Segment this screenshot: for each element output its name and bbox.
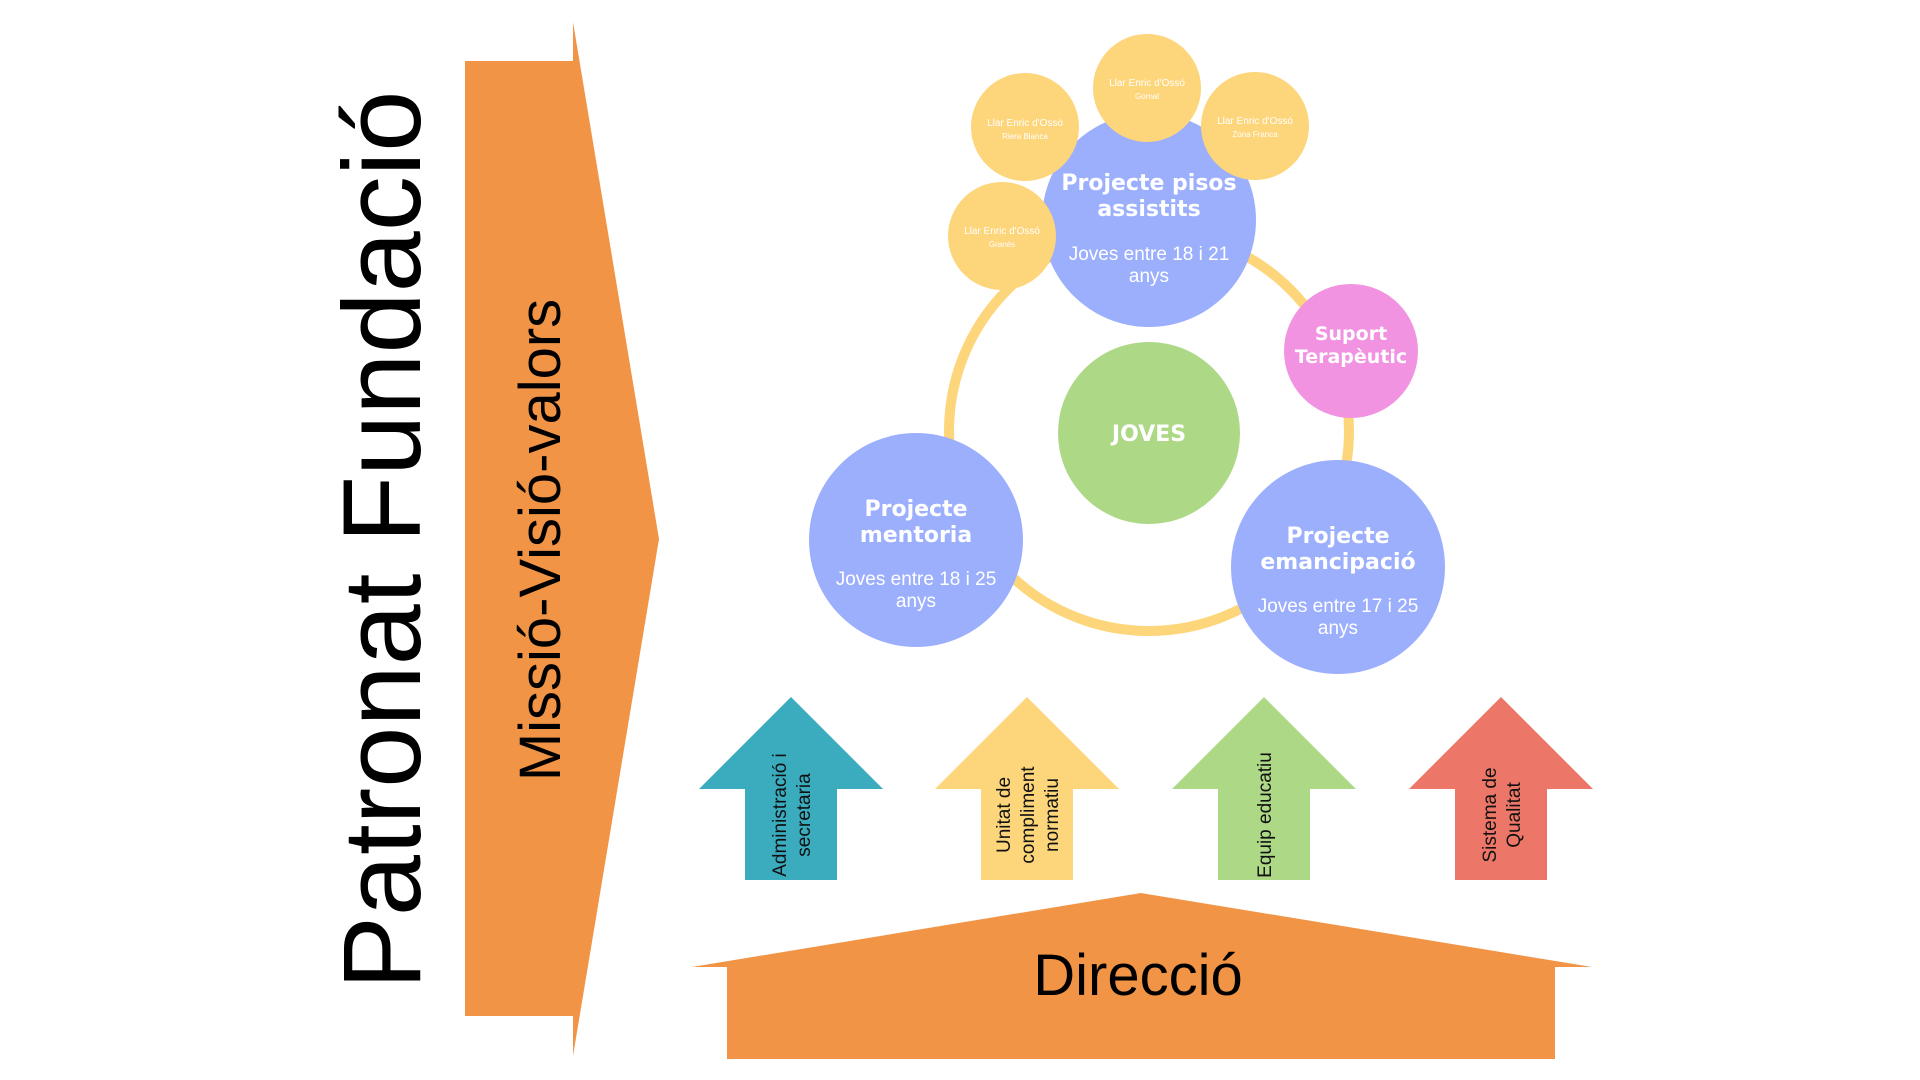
home-gornal: Llar Enric d'Ossó Gornal — [1093, 34, 1201, 142]
home-name: Llar Enric d'Ossó — [987, 118, 1063, 129]
direction-label: Direcció — [1033, 943, 1243, 1008]
project-title: emancipació — [1260, 550, 1415, 575]
project-subtitle: Joves entre 18 i 25 — [836, 569, 997, 590]
home-riera-blanca: Llar Enric d'Ossó Riera Blanca — [971, 73, 1079, 181]
pillar-label: Equip educatiu — [1255, 752, 1276, 878]
core-label: JOVES — [1110, 422, 1186, 447]
support-label: Terapèutic — [1295, 346, 1407, 368]
project-title: Projecte — [1286, 524, 1389, 549]
pillar-label: Qualitat — [1504, 782, 1525, 848]
pillar-label: Administració i — [770, 753, 791, 877]
home-name: Llar Enric d'Ossó — [1217, 116, 1293, 127]
up-arrow-shape — [1409, 697, 1593, 880]
home-granes: Llar Enric d'Ossó Granés — [948, 182, 1056, 290]
project-title: Projecte pisos — [1061, 171, 1236, 196]
home-name: Llar Enric d'Ossó — [964, 226, 1040, 237]
pillar-label: secretaria — [794, 773, 815, 857]
project-title: mentoria — [860, 523, 972, 548]
project-subtitle: Joves entre 18 i 21 — [1069, 244, 1230, 265]
up-arrow-shape — [699, 697, 883, 880]
project-subtitle: anys — [1318, 618, 1358, 639]
pillar-label: Sistema de — [1480, 767, 1501, 862]
board-title: Patronat Fundació — [321, 91, 444, 990]
home-place: Zona Franca — [1232, 130, 1278, 139]
core-circle: JOVES — [1058, 342, 1240, 524]
home-place: Gornal — [1135, 92, 1159, 101]
project-title: Projecte — [864, 497, 967, 522]
project-title: assistits — [1097, 197, 1200, 222]
pillar-equip-educatiu: Equip educatiu — [1172, 697, 1356, 880]
svg-text:Equip educatiu: Equip educatiu — [1255, 752, 1276, 878]
home-place: Granés — [989, 240, 1015, 249]
pillar-label: normatiu — [1042, 778, 1063, 852]
pillar-label: Unitat de — [994, 777, 1015, 853]
up-arrow-shape — [1172, 697, 1356, 880]
mission-arrow — [465, 22, 659, 1056]
mission-label: Missió-Visió-valors — [508, 299, 573, 781]
home-place: Riera Blanca — [1002, 132, 1048, 141]
project-subtitle: anys — [1129, 266, 1169, 287]
direction-base — [692, 893, 1592, 1059]
home-zona-franca: Llar Enric d'Ossó Zona Franca — [1201, 72, 1309, 180]
pillar-label: compliment — [1018, 766, 1039, 864]
project-subtitle: Joves entre 17 i 25 — [1258, 596, 1419, 617]
project-subtitle: anys — [896, 591, 936, 612]
support-label: Suport — [1315, 323, 1387, 345]
up-arrow-shape — [935, 697, 1119, 880]
home-name: Llar Enric d'Ossó — [1109, 78, 1185, 89]
